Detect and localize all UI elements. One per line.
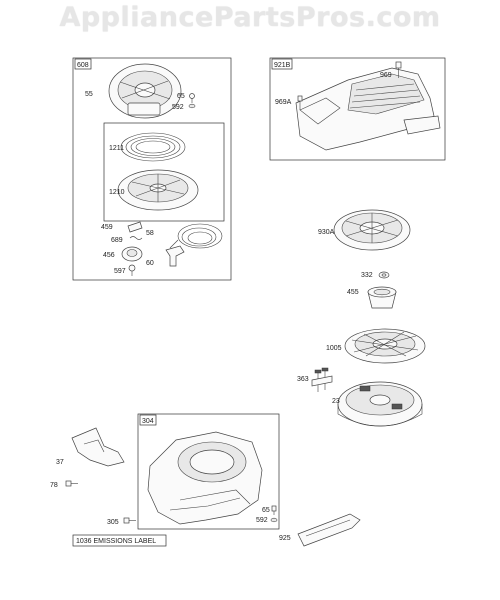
starter-handle[interactable] xyxy=(165,245,185,267)
air-baffle[interactable] xyxy=(71,427,125,467)
part-label-60: 60 xyxy=(146,260,154,267)
emissions-label-box xyxy=(72,534,167,547)
part-label-78: 78 xyxy=(50,482,58,489)
pawl-retainer[interactable] xyxy=(121,246,143,262)
watermark: AppliancePartsPros.com xyxy=(59,2,441,33)
group-304-label: 304 xyxy=(142,418,154,425)
flywheel-nut[interactable] xyxy=(378,271,390,279)
part-label-592-top: 592 xyxy=(172,104,184,111)
part-label-305: 305 xyxy=(107,519,119,526)
part-label-65-top: 65 xyxy=(177,93,185,100)
screw-305[interactable] xyxy=(123,517,136,524)
part-label-1211: 1211 xyxy=(109,145,124,152)
starter-housing[interactable] xyxy=(108,63,182,119)
pawl-spring[interactable] xyxy=(129,236,143,240)
part-label-55: 55 xyxy=(85,91,93,98)
fan-bolts[interactable] xyxy=(311,367,333,392)
screw-78[interactable] xyxy=(65,480,78,487)
part-label-930a: 930A xyxy=(318,229,335,236)
blower-housing[interactable] xyxy=(147,431,263,525)
part-label-58: 58 xyxy=(146,230,154,237)
part-label-363: 363 xyxy=(297,376,309,383)
part-label-332: 332 xyxy=(361,272,373,279)
recoil-spring[interactable] xyxy=(120,132,186,162)
rotating-screen[interactable] xyxy=(333,209,411,251)
part-label-969a: 969A xyxy=(275,99,292,106)
flywheel[interactable] xyxy=(337,381,423,427)
washer-592-bottom[interactable] xyxy=(270,517,278,523)
blower-cover[interactable] xyxy=(295,67,441,151)
screw-65-top[interactable] xyxy=(189,93,195,104)
part-label-1210: 1210 xyxy=(109,189,125,196)
part-label-597: 597 xyxy=(114,268,126,275)
group-304: 304 xyxy=(137,413,280,530)
starter-pulley-subframe xyxy=(103,122,225,222)
group-608-label: 608 xyxy=(77,62,89,69)
part-label-689: 689 xyxy=(111,237,123,244)
group-921b-tag xyxy=(271,58,293,70)
starter-rope[interactable] xyxy=(169,223,223,249)
screw-65-bottom[interactable] xyxy=(271,505,277,515)
group-608-tag xyxy=(74,58,92,70)
cover-part-925[interactable] xyxy=(297,513,361,547)
group-921b-label: 921B xyxy=(274,62,291,69)
group-304-tag xyxy=(139,414,157,426)
screw-969a[interactable] xyxy=(297,95,303,110)
starter-pawl[interactable] xyxy=(127,221,143,233)
group-608-frame xyxy=(72,57,232,281)
part-label-459: 459 xyxy=(101,224,113,231)
part-label-969: 969 xyxy=(380,72,392,79)
group-304-frame xyxy=(137,413,280,530)
part-label-65-bottom: 65 xyxy=(262,507,270,514)
group-608: 608 55 65 592 1211 xyxy=(72,57,232,281)
part-label-925: 925 xyxy=(279,535,291,542)
starter-pulley[interactable] xyxy=(117,169,199,211)
part-label-1005: 1005 xyxy=(326,345,342,352)
part-label-455: 455 xyxy=(347,289,359,296)
group-921b: 921B 969 969A xyxy=(269,57,446,161)
screw-597[interactable] xyxy=(128,264,136,276)
flywheel-fan[interactable] xyxy=(344,328,426,364)
group-921b-frame xyxy=(269,57,446,161)
part-label-23: 23 xyxy=(332,398,340,405)
screw-969[interactable] xyxy=(395,61,402,78)
part-label-592-bottom: 592 xyxy=(256,517,268,524)
part-label-37: 37 xyxy=(56,459,64,466)
emissions-label-text: 1036 EMISSIONS LABEL xyxy=(76,538,156,545)
washer-592-top[interactable] xyxy=(188,103,196,109)
part-label-456: 456 xyxy=(103,252,115,259)
starter-cup[interactable] xyxy=(367,286,397,309)
